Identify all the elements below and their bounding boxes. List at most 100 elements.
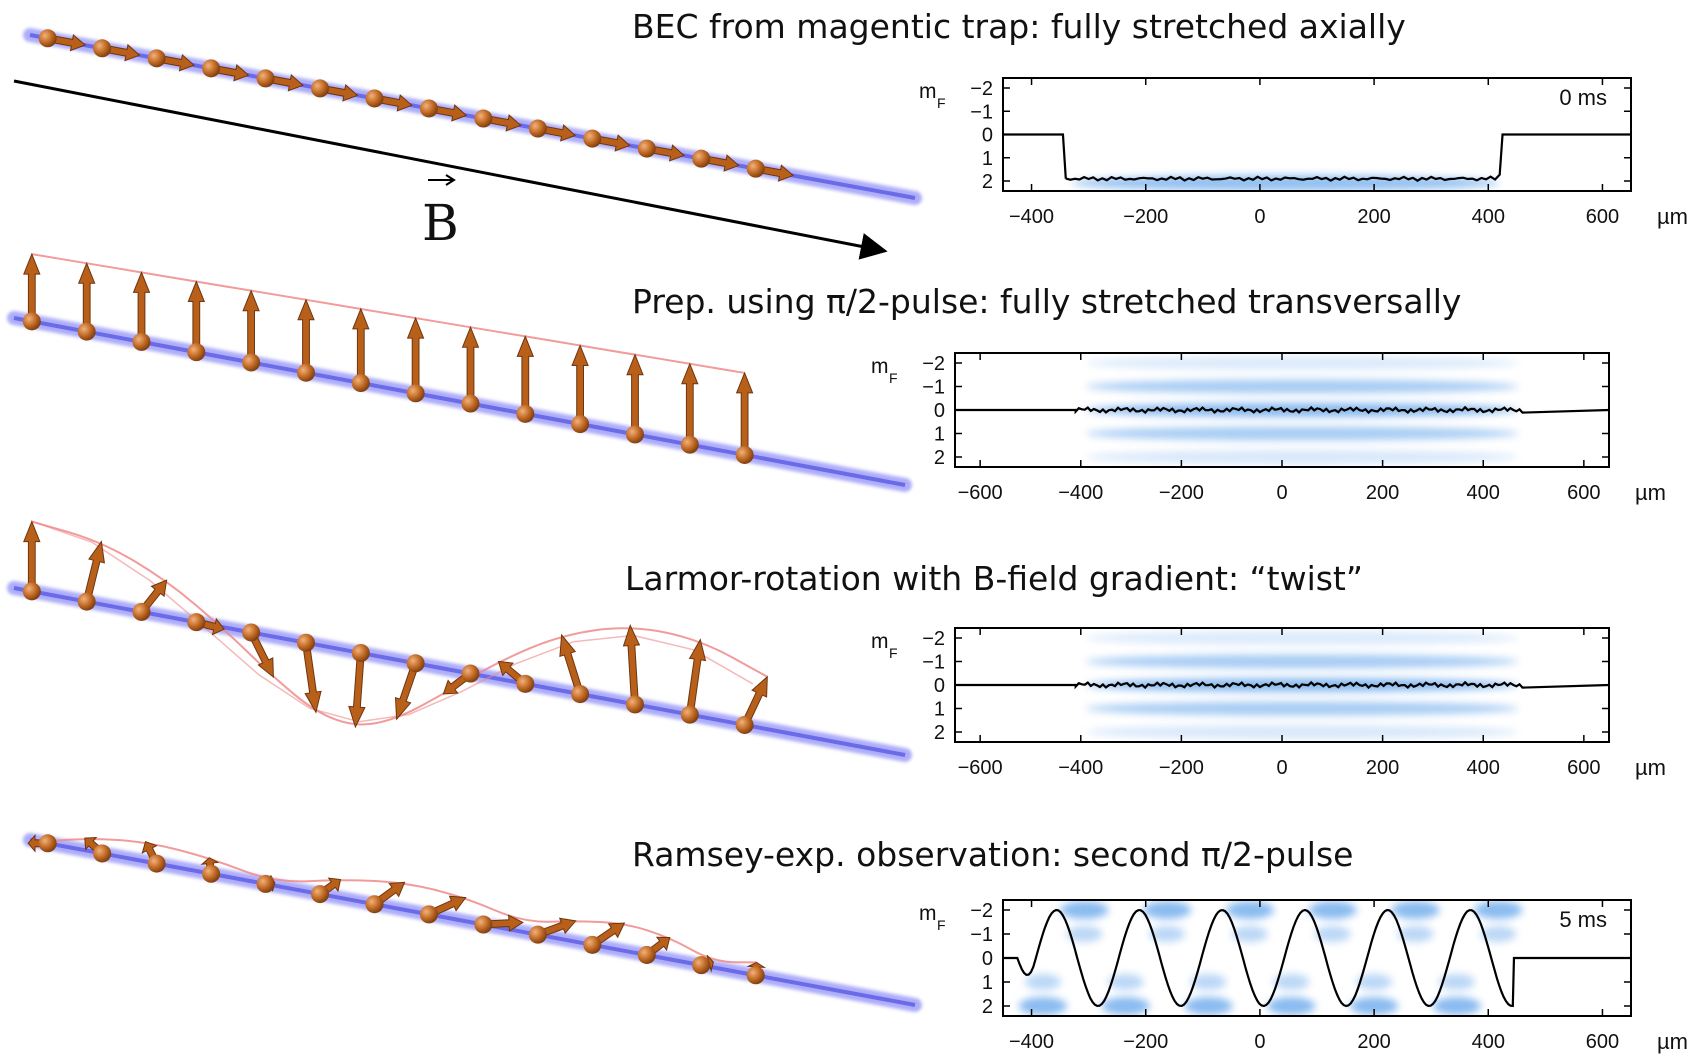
x-tick-label: 200 [1357, 206, 1390, 228]
density-blob [1438, 974, 1475, 990]
spin-envelope-lower [31, 520, 754, 723]
atom-sphere [351, 644, 370, 663]
density-blob [1391, 901, 1440, 919]
x-tick-label: 200 [1366, 482, 1399, 504]
atom-sphere [202, 59, 221, 78]
atom-sphere [202, 864, 221, 883]
density-band [1085, 725, 1519, 739]
atom-sphere [311, 885, 330, 904]
density-blob [1231, 926, 1268, 942]
x-tick-label: −400 [1058, 482, 1103, 504]
x-tick-label: 600 [1586, 1031, 1619, 1053]
density-blob [1356, 974, 1393, 990]
y-tick-label: −2 [970, 900, 993, 922]
x-tick-label: 400 [1472, 1031, 1505, 1053]
atom-sphere [637, 139, 656, 158]
spin-chain-ramsey [23, 833, 922, 1012]
atom-sphere [187, 343, 206, 362]
x-tick-label: 600 [1586, 206, 1619, 228]
mf-axis-label: m [871, 355, 889, 378]
mf-axis-label: m [919, 902, 937, 925]
y-tick-label: 0 [982, 125, 993, 147]
density-blob [1143, 901, 1192, 919]
spin-arrow [681, 362, 699, 446]
spin-arrow [242, 289, 260, 363]
density-blob [1350, 997, 1399, 1015]
atom-sphere [474, 109, 493, 128]
density-band [1085, 450, 1519, 464]
atom-sphere [365, 89, 384, 108]
spin-arrow [352, 307, 370, 384]
chain-axis-core [13, 586, 906, 757]
time-label: 0 ms [1559, 85, 1607, 110]
density-band [1085, 356, 1519, 370]
density-band [1085, 701, 1519, 716]
atom-sphere [419, 905, 438, 924]
x-tick-label: −200 [1123, 1031, 1168, 1053]
caption-stage-4: Ramsey-exp. observation: second π/2-puls… [632, 835, 1353, 874]
y-tick-label: 0 [982, 948, 993, 970]
y-tick-label: 1 [934, 424, 945, 446]
mf-axis-label-sub: F [889, 645, 898, 661]
x-tick-label: 0 [1276, 482, 1287, 504]
density-blob [1024, 974, 1061, 990]
x-tick-label: −600 [958, 757, 1003, 779]
y-tick-label: 1 [934, 699, 945, 721]
atom-sphere [637, 945, 656, 964]
atom-sphere [571, 415, 590, 434]
x-tick-label: 400 [1467, 482, 1500, 504]
spin-arrow [685, 638, 707, 716]
spin-chain-transverse [7, 252, 912, 492]
spin-arrow [77, 261, 96, 333]
x-tick-label: −200 [1159, 482, 1204, 504]
atom-sphere [528, 925, 547, 944]
atom-sphere [256, 874, 275, 893]
density-blob [1267, 997, 1316, 1015]
atom-sphere [22, 312, 41, 331]
atom-sphere [735, 445, 754, 464]
mf-axis-label-sub: F [889, 370, 898, 386]
x-unit-label: µm [1657, 1029, 1688, 1054]
y-tick-label: 2 [934, 722, 945, 744]
caption-stage-2: Prep. using π/2-pulse: fully stretched t… [632, 282, 1461, 321]
x-tick-label: −200 [1159, 757, 1204, 779]
atom-sphere [692, 956, 711, 975]
atom-sphere [692, 149, 711, 168]
y-tick-label: −2 [970, 78, 993, 100]
mf-axis-label-sub: F [937, 95, 946, 111]
density-image [1085, 356, 1519, 464]
x-tick-label: −400 [1009, 1031, 1054, 1053]
atom-sphere [571, 685, 590, 704]
spin-envelope [28, 838, 757, 964]
density-blob [1190, 974, 1227, 990]
x-tick-label: 600 [1567, 757, 1600, 779]
chain-axis-core [13, 316, 906, 487]
y-tick-label: 1 [982, 148, 993, 170]
atom-sphere [296, 363, 315, 382]
spin-arrow [23, 252, 41, 322]
atom-sphere [242, 353, 261, 372]
atom-sphere [516, 674, 535, 693]
x-tick-label: 0 [1254, 1031, 1265, 1053]
caption-stage-1: BEC from magentic trap: fully stretched … [632, 7, 1406, 46]
atom-sphere [528, 119, 547, 138]
density-blob [1225, 901, 1274, 919]
mf-axis-label-sub: F [937, 917, 946, 933]
time-label: 5 ms [1559, 907, 1607, 932]
caption-stage-3: Larmor-rotation with B-field gradient: “… [625, 559, 1363, 598]
atom-sphere [583, 129, 602, 148]
magnetic-field-arrow: B [13, 79, 888, 260]
density-blob [1149, 926, 1186, 942]
density-blob [1273, 974, 1310, 990]
atom-sphere [187, 613, 206, 632]
atom-sphere [583, 935, 602, 954]
atom-sphere [735, 715, 754, 734]
density-blob [1066, 926, 1103, 942]
atom-sphere [680, 705, 699, 724]
x-unit-label: µm [1635, 755, 1666, 780]
atom-sphere [461, 394, 480, 413]
magnetic-field-label: B [422, 194, 459, 252]
